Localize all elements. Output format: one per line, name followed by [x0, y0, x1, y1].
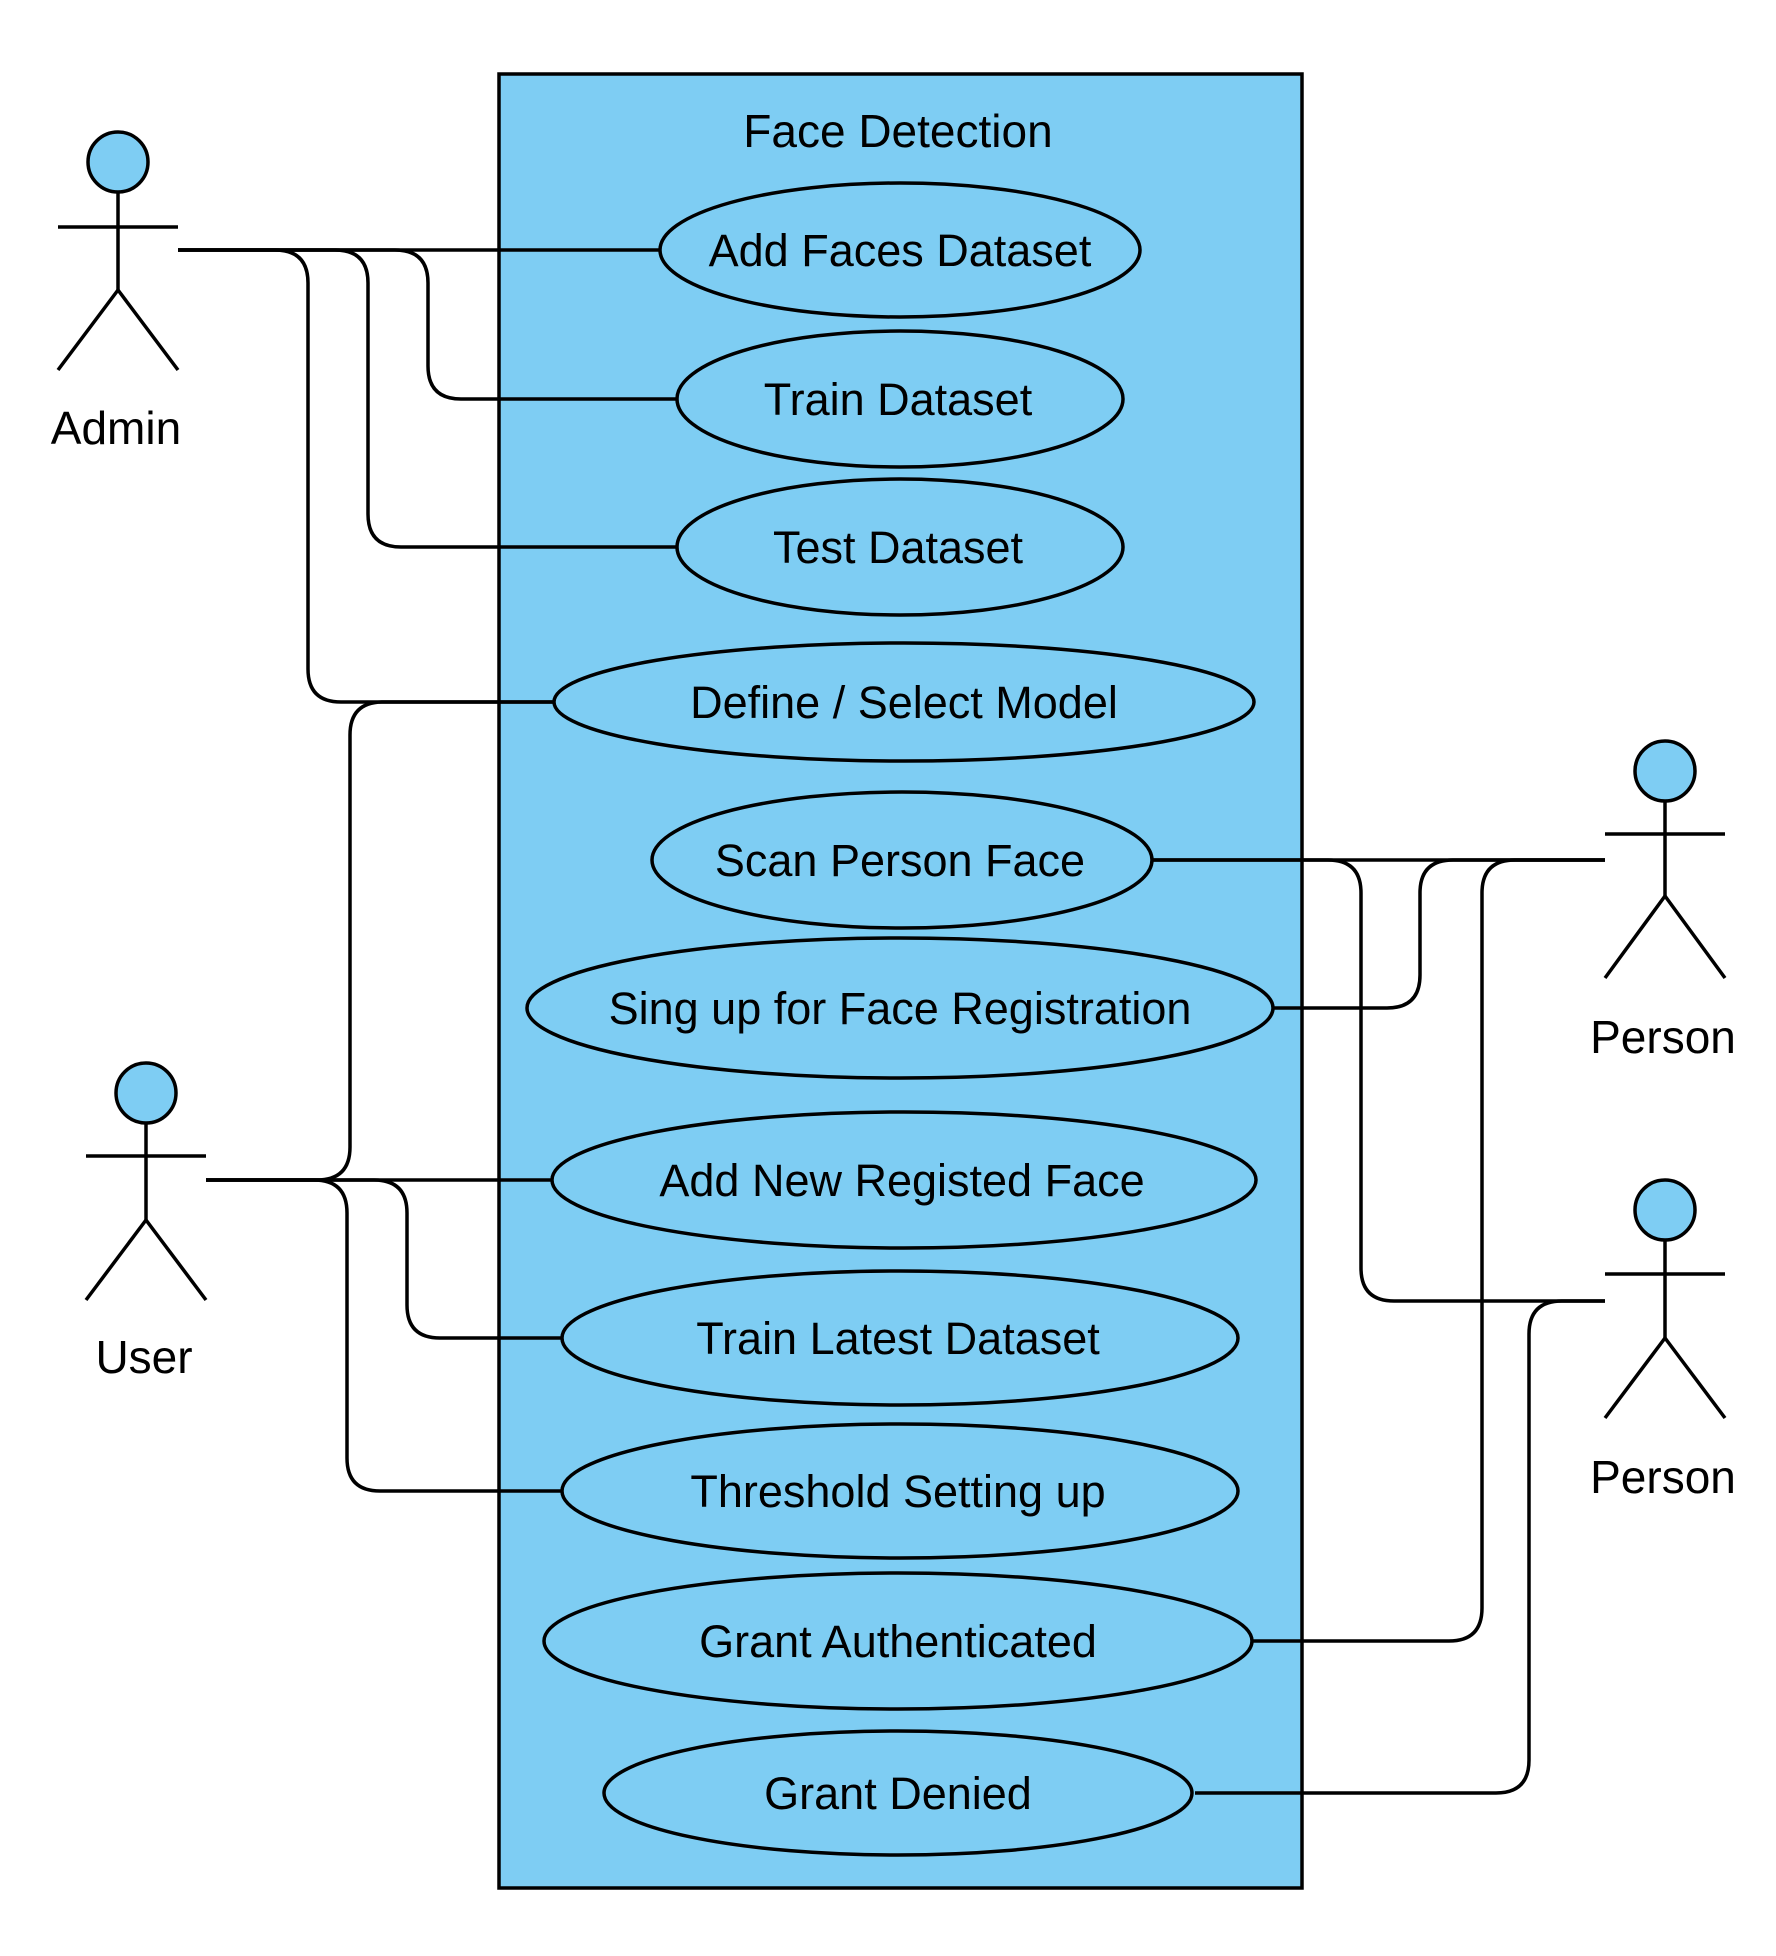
- use-case-label: Grant Denied: [764, 1768, 1032, 1819]
- use-case-grant-authenticated: Grant Authenticated: [542, 1571, 1254, 1711]
- actor-user: User: [84, 1061, 208, 1383]
- assoc-person2-scan-person-face: [1148, 858, 1605, 1303]
- use-case-test-dataset: Test Dataset: [675, 477, 1125, 617]
- use-case-label: Sing up for Face Registration: [609, 983, 1192, 1034]
- use-case-label: Scan Person Face: [715, 835, 1085, 886]
- assoc-person-sign-up-registration: [1273, 858, 1605, 1010]
- stick-figure-icon: [1603, 1178, 1727, 1420]
- use-case-label: Threshold Setting up: [690, 1466, 1105, 1517]
- use-case-label: Grant Authenticated: [699, 1616, 1097, 1667]
- actor-person-top: Person: [1590, 739, 1736, 1063]
- actor-label: User: [95, 1331, 192, 1383]
- use-case-grant-denied: Grant Denied: [602, 1729, 1194, 1857]
- use-case-label: Define / Select Model: [690, 677, 1118, 728]
- assoc-admin-train-dataset: [178, 248, 677, 401]
- actor-person-bottom: Person: [1590, 1178, 1736, 1503]
- use-case-threshold-setting-up: Threshold Setting up: [560, 1422, 1240, 1560]
- stick-figure-icon: [84, 1061, 208, 1302]
- stick-figure-icon: [56, 130, 180, 372]
- use-case-sign-up-registration: Sing up for Face Registration: [525, 936, 1275, 1080]
- use-case-define-select-model: Define / Select Model: [552, 641, 1256, 763]
- assoc-user-train-latest-dataset: [206, 1178, 562, 1340]
- actor-admin: Admin: [51, 130, 181, 454]
- use-case-train-dataset: Train Dataset: [675, 329, 1125, 469]
- assoc-person2-grant-denied: [1195, 1299, 1605, 1795]
- assoc-admin-define-select-model: [178, 248, 555, 704]
- use-case-label: Add Faces Dataset: [709, 225, 1092, 276]
- use-case-add-faces-dataset: Add Faces Dataset: [658, 181, 1142, 319]
- use-case-label: Train Dataset: [764, 374, 1033, 425]
- use-case-train-latest-dataset: Train Latest Dataset: [560, 1269, 1240, 1407]
- actor-label: Person: [1590, 1011, 1736, 1063]
- use-case-scan-person-face: Scan Person Face: [650, 790, 1154, 930]
- assoc-person-grant-authenticated: [1252, 858, 1605, 1643]
- actor-label: Person: [1590, 1451, 1736, 1503]
- use-case-add-new-registed-face: Add New Registed Face: [550, 1110, 1258, 1250]
- assoc-user-define-select-model: [206, 700, 555, 1182]
- assoc-admin-test-dataset: [178, 248, 677, 549]
- use-case-label: Add New Registed Face: [659, 1155, 1144, 1206]
- use-case-label: Train Latest Dataset: [696, 1313, 1100, 1364]
- assoc-user-threshold-setting-up: [206, 1178, 562, 1493]
- stick-figure-icon: [1603, 739, 1727, 980]
- association-lines: [178, 248, 1605, 1795]
- system-title: Face Detection: [743, 105, 1052, 157]
- actor-label: Admin: [51, 402, 181, 454]
- use-case-label: Test Dataset: [773, 522, 1024, 573]
